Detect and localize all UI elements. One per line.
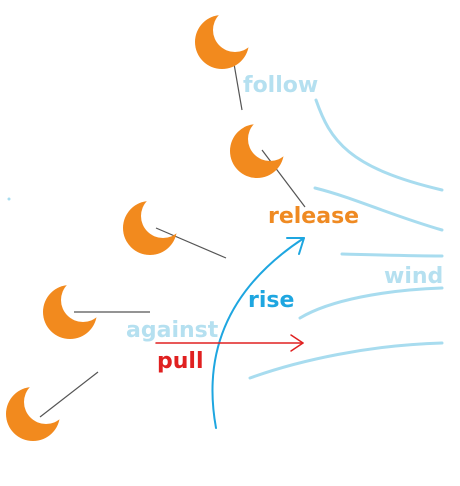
label-against: against [126, 318, 219, 343]
rise-arrow-head [286, 237, 305, 255]
crescent-moon-icon [123, 201, 177, 255]
kite-2 [230, 124, 284, 178]
arrow-up-right-icon [211, 237, 305, 429]
kite-3 [123, 201, 177, 255]
wind-line-5 [248, 341, 444, 380]
rise-arrow-curve [211, 237, 305, 429]
wind-line-1 [314, 98, 444, 192]
label-wind: wind [384, 264, 443, 289]
label-pull: pull [157, 349, 204, 374]
wind-line-3 [340, 252, 444, 258]
label-rise: rise [248, 288, 294, 313]
wind-line-4 [298, 286, 444, 320]
kite-string-1 [232, 57, 243, 111]
arrow-right-icon [155, 334, 304, 352]
kite-4 [43, 285, 97, 339]
kites [6, 15, 284, 441]
crescent-moon-icon [6, 387, 60, 441]
wind-streamlines [248, 98, 444, 380]
crescent-moon-icon [230, 124, 284, 178]
kite-1 [195, 15, 249, 69]
label-release: release [268, 204, 359, 229]
crescent-moon-icon [195, 15, 249, 69]
wind-line-2 [313, 186, 444, 232]
crescent-moon-icon [43, 285, 97, 339]
pull-arrow-head [290, 334, 304, 352]
kite-5 [6, 387, 60, 441]
label-follow: follow [243, 73, 318, 98]
stray-dot [7, 197, 11, 201]
